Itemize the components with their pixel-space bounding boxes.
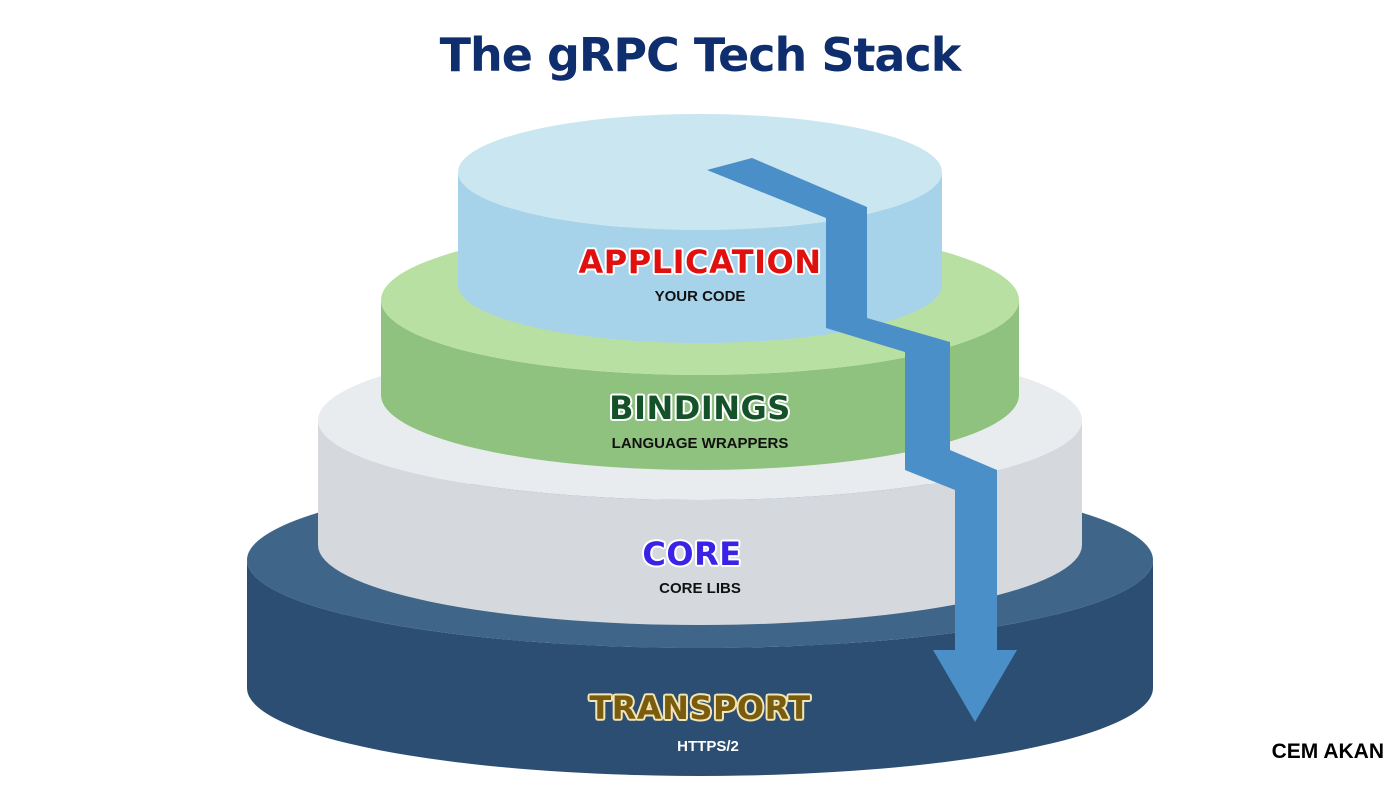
core-description: CORE LIBS [659, 580, 741, 597]
application-tier [458, 114, 942, 343]
application-tier-side [458, 172, 942, 343]
transport-description: HTTPS/2 [677, 738, 739, 755]
application-label: APPLICATION [578, 243, 822, 281]
author-credit: CEM AKAN [1271, 740, 1384, 763]
core-tier-side [318, 420, 1082, 625]
bindings-label: BINDINGS [609, 389, 791, 427]
bindings-description: LANGUAGE WRAPPERS [611, 435, 789, 452]
diagram-title: The gRPC Tech Stack [439, 28, 962, 82]
application-tier-top [458, 114, 942, 230]
bindings-tier-side [381, 300, 1019, 470]
application-description: YOUR CODE [654, 288, 746, 305]
transport-label: TRANSPORT [589, 689, 811, 727]
flow-arrow [707, 158, 1017, 722]
transport-tier-side [247, 560, 1153, 776]
core-label: CORE [642, 535, 742, 573]
